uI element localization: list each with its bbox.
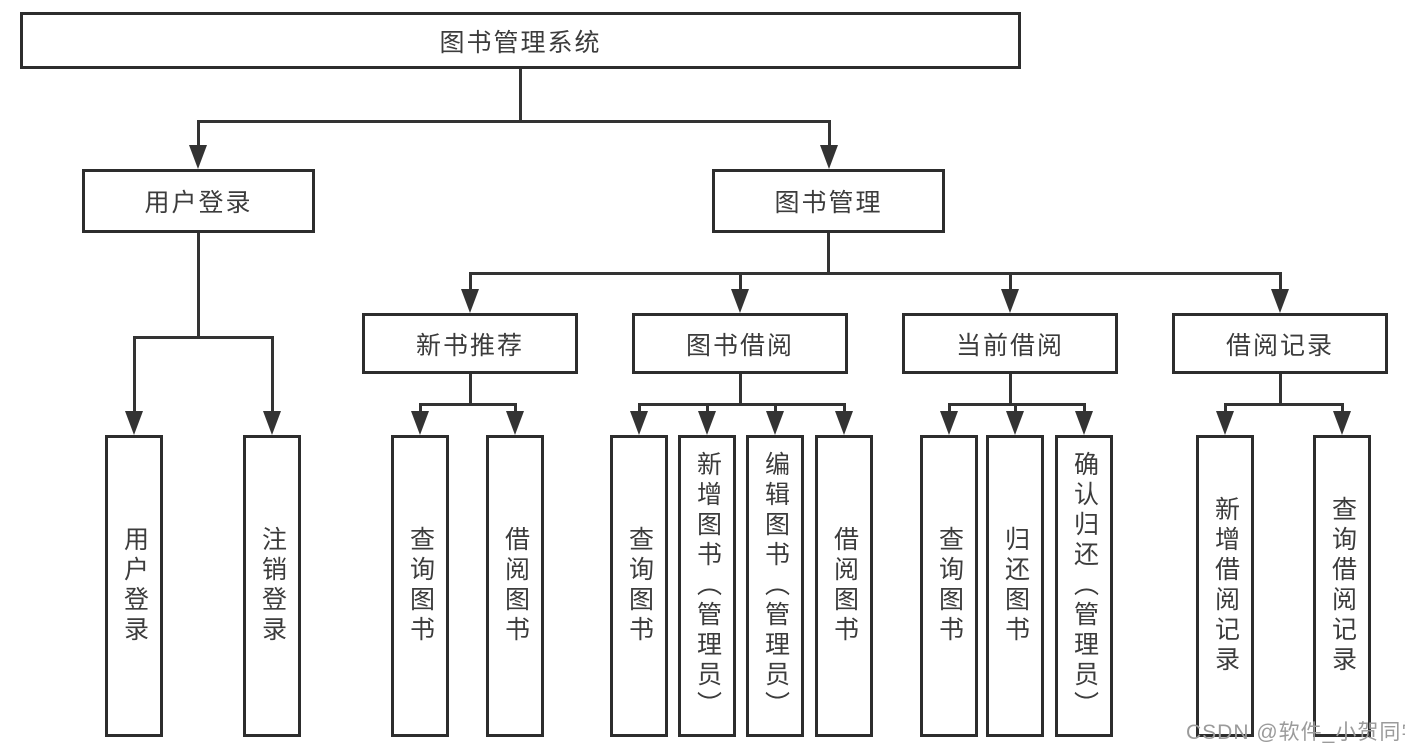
arrow-down-to-new-book-recommend bbox=[461, 272, 479, 313]
node-book-management-label: 图书管理 bbox=[774, 189, 883, 217]
arrow-down-to-leaf-edit-book bbox=[766, 403, 784, 435]
arrow-down-to-leaf-borrow-book bbox=[835, 403, 853, 435]
leaf-recommend-borrow-book: 借阅图书 bbox=[486, 435, 544, 737]
node-borrow-records: 借阅记录 bbox=[1172, 313, 1388, 374]
connector-trunk-current-borrow bbox=[1009, 374, 1012, 405]
node-root-label: 图书管理系统 bbox=[439, 28, 602, 57]
node-current-borrow: 当前借阅 bbox=[902, 313, 1118, 374]
connector-trunk-borrow-records bbox=[1279, 374, 1282, 405]
connector-bar-recommend-children bbox=[419, 403, 516, 406]
arrow-down-to-leaf-add-record bbox=[1216, 403, 1234, 435]
arrow-down-to-leaf-logout bbox=[263, 336, 281, 435]
arrow-down-to-leaf-borrow-query bbox=[630, 403, 648, 435]
connector-bar-borrow-children bbox=[638, 403, 845, 406]
arrow-down-to-leaf-return-book bbox=[1006, 403, 1024, 435]
leaf-borrow-query-book-label: 查询图书 bbox=[625, 526, 654, 646]
arrow-down-to-leaf-confirm-return bbox=[1075, 403, 1093, 435]
leaf-add-book-admin-label: 新增图书（管理员） bbox=[693, 451, 722, 721]
leaf-user-login: 用户登录 bbox=[105, 435, 163, 737]
node-user-login-label: 用户登录 bbox=[144, 189, 253, 217]
leaf-recommend-borrow-book-label: 借阅图书 bbox=[501, 526, 530, 646]
connector-bar-level3 bbox=[469, 272, 1281, 275]
node-book-borrow-label: 图书借阅 bbox=[685, 331, 794, 360]
leaf-borrow-book: 借阅图书 bbox=[815, 435, 873, 737]
leaf-confirm-return-admin: 确认归还（管理员） bbox=[1055, 435, 1113, 737]
leaf-recommend-query-book-label: 查询图书 bbox=[406, 526, 435, 646]
csdn-watermark: CSDN @软件_小贺同学 bbox=[1186, 721, 1405, 744]
connector-trunk-root bbox=[519, 69, 522, 122]
arrow-down-to-current-borrow bbox=[1001, 272, 1019, 313]
connector-trunk-new-book-recommend bbox=[469, 374, 472, 405]
arrow-down-to-leaf-query-record bbox=[1333, 403, 1351, 435]
node-new-book-recommend: 新书推荐 bbox=[362, 313, 578, 374]
node-user-login: 用户登录 bbox=[82, 169, 315, 233]
node-root: 图书管理系统 bbox=[20, 12, 1021, 69]
leaf-logout: 注销登录 bbox=[243, 435, 301, 737]
connector-trunk-book-borrow bbox=[739, 374, 742, 405]
arrow-down-to-book-borrow bbox=[731, 272, 749, 313]
node-book-management: 图书管理 bbox=[712, 169, 945, 233]
leaf-borrow-query-book: 查询图书 bbox=[610, 435, 668, 737]
arrow-down-to-leaf-add-book bbox=[698, 403, 716, 435]
connector-bar-records-children bbox=[1224, 403, 1343, 406]
leaf-borrow-book-label: 借阅图书 bbox=[830, 526, 859, 646]
leaf-current-query-book-label: 查询图书 bbox=[935, 526, 964, 646]
arrow-down-to-book-management bbox=[820, 120, 838, 169]
leaf-user-login-label: 用户登录 bbox=[120, 526, 149, 646]
leaf-current-query-book: 查询图书 bbox=[920, 435, 978, 737]
arrow-down-to-leaf-user-login bbox=[125, 336, 143, 435]
arrow-down-to-leaf-current-query bbox=[940, 403, 958, 435]
connector-bar-current-children bbox=[948, 403, 1086, 406]
leaf-query-borrow-record-label: 查询借阅记录 bbox=[1328, 496, 1357, 676]
arrow-down-to-borrow-records bbox=[1271, 272, 1289, 313]
node-new-book-recommend-label: 新书推荐 bbox=[415, 331, 524, 360]
leaf-query-borrow-record: 查询借阅记录 bbox=[1313, 435, 1371, 737]
leaf-recommend-query-book: 查询图书 bbox=[391, 435, 449, 737]
node-book-borrow: 图书借阅 bbox=[632, 313, 848, 374]
leaf-edit-book-admin-label: 编辑图书（管理员） bbox=[761, 451, 790, 721]
arrow-down-to-user-login bbox=[189, 120, 207, 169]
node-borrow-records-label: 借阅记录 bbox=[1225, 331, 1334, 360]
leaf-add-book-admin: 新增图书（管理员） bbox=[678, 435, 736, 737]
leaf-logout-label: 注销登录 bbox=[258, 526, 287, 646]
leaf-add-borrow-record: 新增借阅记录 bbox=[1196, 435, 1254, 737]
leaf-add-borrow-record-label: 新增借阅记录 bbox=[1211, 496, 1240, 676]
leaf-confirm-return-admin-label: 确认归还（管理员） bbox=[1070, 451, 1099, 721]
leaf-edit-book-admin: 编辑图书（管理员） bbox=[746, 435, 804, 737]
leaf-return-book-label: 归还图书 bbox=[1001, 526, 1030, 646]
node-current-borrow-label: 当前借阅 bbox=[955, 331, 1064, 360]
arrow-down-to-leaf-recommend-query bbox=[411, 403, 429, 435]
leaf-return-book: 归还图书 bbox=[986, 435, 1044, 737]
connector-bar-level2 bbox=[197, 120, 830, 123]
connector-trunk-book-management bbox=[827, 233, 830, 274]
connector-trunk-user-login bbox=[197, 233, 200, 338]
arrow-down-to-leaf-recommend-borrow bbox=[506, 403, 524, 435]
connector-bar-user-login-children bbox=[133, 336, 274, 339]
